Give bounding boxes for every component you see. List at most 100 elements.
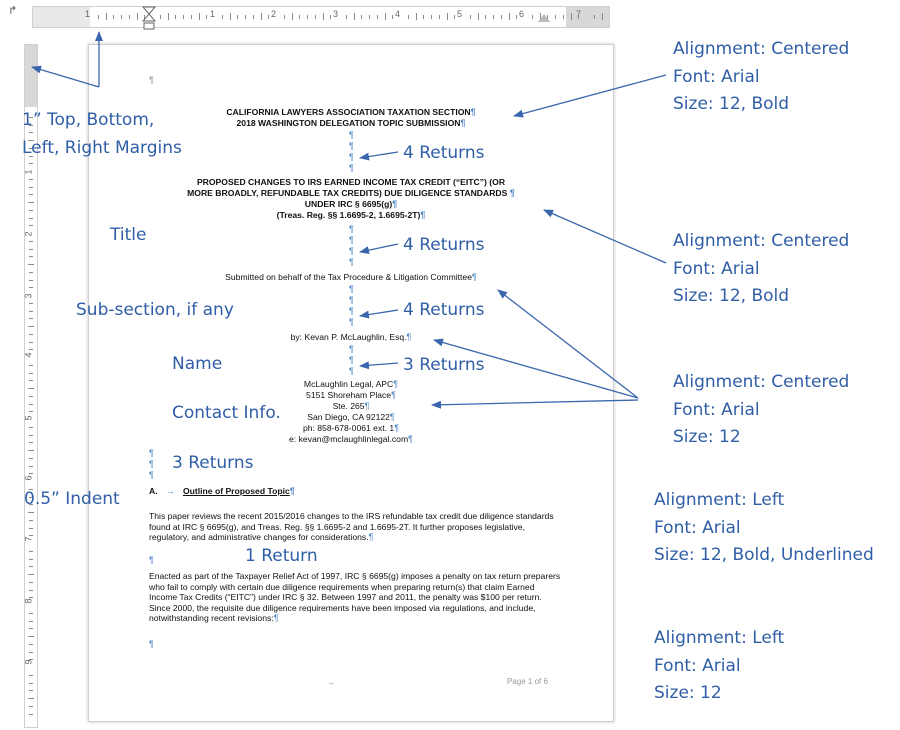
ruler-tick xyxy=(29,318,33,320)
contact-line: McLaughlin Legal, APC¶ xyxy=(303,379,399,389)
ruler-tick xyxy=(570,13,572,20)
ruler-tick xyxy=(29,194,33,196)
vertical-ruler[interactable]: 1 2 3 4 5 6 7 8 9 xyxy=(24,44,38,728)
ruler-tick xyxy=(415,13,417,20)
ruler-tick xyxy=(29,411,33,413)
ruler-number: 7 xyxy=(23,536,34,542)
ruler-tick xyxy=(29,527,33,529)
ruler-tick xyxy=(29,713,33,715)
ruler-tick xyxy=(29,155,33,157)
ruler-tick xyxy=(29,240,33,242)
annotation-margins: 1” Top, Bottom, Left, Right Margins xyxy=(22,110,182,158)
paragraph-mark: ¶ xyxy=(349,246,354,256)
ruler-tick xyxy=(330,15,332,19)
ruler-tick xyxy=(376,15,378,19)
ruler-tick xyxy=(159,15,161,19)
right-indent-marker[interactable] xyxy=(538,14,550,22)
ruler-tick xyxy=(29,473,33,475)
ruler-tick xyxy=(29,465,33,467)
ruler-tick xyxy=(369,15,370,19)
ruler-tick xyxy=(431,15,432,19)
byline: by: Kevan P. McLaughlin, Esq.¶ xyxy=(290,332,412,342)
paragraph-mark: ¶ xyxy=(349,224,354,234)
ruler-tick xyxy=(29,147,33,149)
ruler-tick xyxy=(353,13,355,20)
paragraph-mark: ¶ xyxy=(149,459,154,469)
paragraph-mark: ¶ xyxy=(149,448,154,458)
annotation-returns: 4 Returns xyxy=(403,235,485,255)
paragraph-mark: ¶ xyxy=(349,306,354,316)
ruler-tick xyxy=(29,302,33,304)
ruler-tick xyxy=(29,705,33,707)
annotation-returns: 4 Returns xyxy=(403,300,485,320)
ruler-number: 1 xyxy=(23,169,34,175)
ruler-tick xyxy=(345,15,347,19)
ruler-number: 1 xyxy=(85,9,91,19)
ruler-tick xyxy=(29,519,33,521)
annotation-contact: Contact Info. xyxy=(172,403,281,423)
ruler-tick xyxy=(29,403,33,405)
ruler-tick xyxy=(29,620,33,622)
ruler-tick xyxy=(29,589,33,591)
subsection-line: Submitted on behalf of the Tax Procedure… xyxy=(225,272,477,282)
paragraph-mark: ¶ xyxy=(149,75,154,85)
ruler-tick xyxy=(29,643,33,645)
ruler-tick xyxy=(29,496,33,498)
ruler-tick xyxy=(28,140,34,141)
ruler-tick xyxy=(29,690,33,692)
ruler-tick xyxy=(29,124,33,126)
ruler-tick xyxy=(29,395,33,397)
ruler-tick xyxy=(29,426,33,428)
tab-selector-button[interactable]: ↱ xyxy=(8,4,18,17)
paragraph-mark: ¶ xyxy=(349,152,354,162)
ruler-tick xyxy=(322,13,324,20)
ruler-tick xyxy=(562,15,564,19)
ruler-tick xyxy=(485,15,487,19)
ruler-number: 7 xyxy=(576,9,582,19)
ruler-tick xyxy=(29,504,33,506)
first-line-indent-marker[interactable] xyxy=(142,6,156,36)
contact-line: e: kevan@mclaughlinlegal.com¶ xyxy=(289,434,413,444)
annotation-title: Title xyxy=(110,225,147,245)
ruler-tick xyxy=(29,333,33,335)
ruler-tick xyxy=(29,287,33,289)
ruler-tick xyxy=(175,15,177,19)
annotation-subsection: Sub-section, if any xyxy=(76,300,234,320)
ruler-tick xyxy=(113,15,115,19)
ruler-number: 1 xyxy=(210,9,216,19)
ruler-tick xyxy=(578,15,580,19)
ruler-tick xyxy=(454,15,456,19)
ruler-tick xyxy=(29,581,33,583)
ruler-tick xyxy=(29,209,33,211)
title-line-1: PROPOSED CHANGES TO IRS EARNED INCOME TA… xyxy=(196,177,506,187)
ruler-tick xyxy=(28,264,34,265)
ruler-tick xyxy=(28,636,34,637)
ruler-tick xyxy=(516,15,518,19)
ruler-tick xyxy=(531,15,533,19)
ruler-tick xyxy=(29,163,33,165)
paragraph-mark: ¶ xyxy=(149,639,154,649)
ruler-tick xyxy=(29,279,33,281)
title-line-3: UNDER IRC § 6695(g)¶ xyxy=(304,199,398,209)
ruler-tick xyxy=(28,388,34,389)
ruler-tick xyxy=(268,15,270,19)
ruler-tick xyxy=(283,15,285,19)
ruler-tick xyxy=(29,659,33,661)
ruler-number: 4 xyxy=(395,9,401,19)
ruler-number: 3 xyxy=(23,293,34,299)
ruler-tick xyxy=(29,558,33,560)
ruler-tick xyxy=(29,116,33,118)
ruler-tick xyxy=(29,364,33,366)
ruler-number: 8 xyxy=(23,598,34,604)
ruler-tick xyxy=(121,15,122,19)
horizontal-ruler[interactable]: 1 1 2 3 4 5 6 7 xyxy=(32,6,610,28)
ruler-tick xyxy=(29,457,33,459)
ruler-tick xyxy=(190,15,192,19)
footer-page-number: Page 1 of 6 xyxy=(507,677,548,686)
footer-tab-arrow: → xyxy=(327,678,335,687)
ruler-tick xyxy=(29,566,33,568)
annotation-return: 1 Return xyxy=(245,546,318,566)
paragraph-mark: ¶ xyxy=(349,344,354,354)
paragraph-mark: ¶ xyxy=(349,130,354,140)
ruler-tick xyxy=(407,15,409,19)
